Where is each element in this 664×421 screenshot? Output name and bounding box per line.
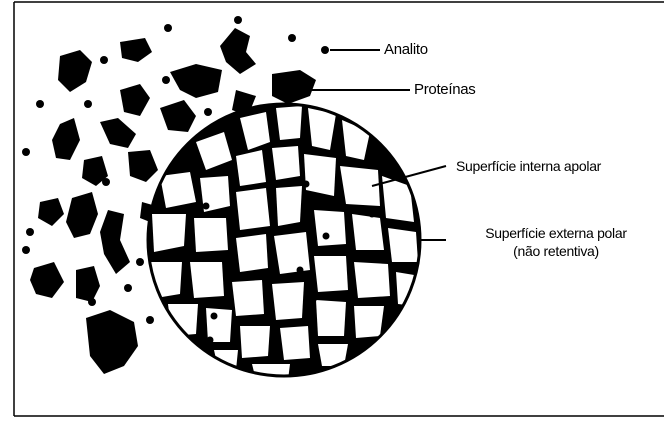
analyte-dot <box>321 46 329 54</box>
label-analyte: Analito <box>384 41 428 58</box>
protein-blob <box>76 266 100 302</box>
analyte-dot <box>146 316 154 324</box>
analyte-dot <box>288 34 296 42</box>
protein-blob <box>58 50 92 92</box>
analyte-dot <box>26 228 34 236</box>
analyte-dot <box>22 246 30 254</box>
analyte-dot <box>124 284 132 292</box>
protein-blob <box>170 64 222 98</box>
analyte-dot <box>164 24 172 32</box>
protein-blob <box>272 70 316 104</box>
protein-blob <box>66 192 98 238</box>
analyte-dot <box>204 108 212 116</box>
analyte-dot <box>36 100 44 108</box>
protein-blob <box>52 118 80 160</box>
label-proteins: Proteínas <box>414 81 476 98</box>
protein-blob <box>120 84 150 116</box>
label-internal-surface: Superfície interna apolar <box>456 158 601 174</box>
protein-blob <box>100 118 136 148</box>
analyte-dot <box>136 258 144 266</box>
protein-blob <box>38 198 64 226</box>
protein-blob <box>160 100 196 132</box>
analyte-dot <box>100 56 108 64</box>
analyte-dot <box>102 178 110 186</box>
analyte-dot <box>234 16 242 24</box>
stationary-phase-particle <box>148 104 420 380</box>
analyte-dot <box>88 298 96 306</box>
label-external-surface-line1: Superfície externa polar <box>450 224 662 242</box>
protein-blob <box>86 310 138 374</box>
analyte-dot <box>84 100 92 108</box>
protein-blob <box>128 150 158 182</box>
protein-blob <box>100 210 130 274</box>
protein-blob <box>220 28 256 74</box>
protein-blob <box>120 38 152 62</box>
analyte-dot <box>22 148 30 156</box>
label-external-surface: Superfície externa polar (não retentiva) <box>450 224 662 260</box>
protein-blob <box>30 262 64 298</box>
analyte-dot <box>162 76 170 84</box>
label-external-surface-line2: (não retentiva) <box>450 242 662 260</box>
